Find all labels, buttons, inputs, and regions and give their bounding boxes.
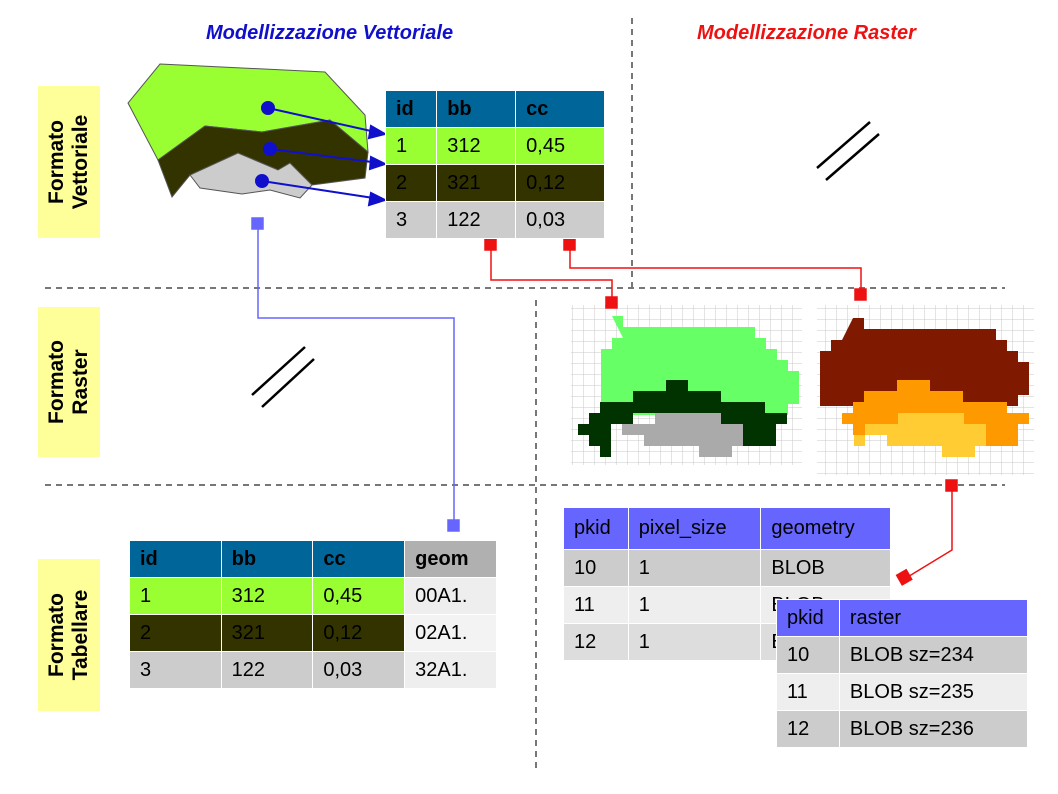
cell: 321: [436, 164, 517, 202]
cell: 1: [627, 586, 762, 624]
col-header: pixel_size: [627, 507, 762, 550]
cell: BLOB: [760, 549, 891, 587]
cell: BLOB sz=236: [838, 710, 1029, 748]
col-header: geometry: [760, 507, 891, 550]
cell: 3: [129, 651, 222, 689]
cell: 12: [776, 710, 840, 748]
cell: 11: [776, 673, 840, 711]
col-header: id: [129, 540, 222, 578]
vector-map: [127, 63, 369, 199]
cell: 321: [220, 614, 314, 652]
cell: 00A1.: [404, 577, 497, 615]
cell: 0,12: [515, 164, 605, 202]
vector-attribute-table: id bb cc 1 312 0,45 2 321 0,12 3 122 0,0…: [384, 90, 605, 239]
cell: 1: [627, 623, 762, 661]
cell: 0,03: [312, 651, 406, 689]
raster-grid-2: [817, 305, 1034, 475]
separators: [45, 18, 1005, 770]
cell: BLOB sz=234: [838, 636, 1029, 674]
table-row: 11 BLOB sz=235: [776, 673, 1029, 711]
not-applicable-icon: [251, 346, 315, 408]
raster-grid-1: [571, 305, 802, 465]
col-header: pkid: [563, 507, 629, 550]
table-row: 10 1 BLOB: [563, 549, 891, 587]
col-header: bb: [220, 540, 314, 578]
table-row: 1 312 0,45 00A1.: [129, 577, 497, 615]
col-header: bb: [436, 90, 517, 128]
cell: 1: [384, 127, 438, 165]
cell: 122: [220, 651, 314, 689]
tabular-vector-table: id bb cc geom 1 312 0,45 00A1. 2 321 0,1…: [129, 540, 497, 689]
cell: 0,12: [312, 614, 406, 652]
table-row: 3 122 0,03: [384, 201, 605, 239]
col-header: cc: [515, 90, 605, 128]
cell: 0,45: [515, 127, 605, 165]
table-row: 2 321 0,12: [384, 164, 605, 202]
cell: 1: [129, 577, 222, 615]
table-row: 1 312 0,45: [384, 127, 605, 165]
cell: 1: [627, 549, 762, 587]
cell: 02A1.: [404, 614, 497, 652]
cell: 0,03: [515, 201, 605, 239]
cell: 3: [384, 201, 438, 239]
table-row: 3 122 0,03 32A1.: [129, 651, 497, 689]
col-header: geom: [404, 540, 497, 578]
table-row: 12 BLOB sz=236: [776, 710, 1029, 748]
raster-modelling-heading: Modellizzazione Raster: [697, 22, 916, 44]
vector-modelling-heading: Modellizzazione Vettoriale: [206, 22, 454, 44]
raster-blob-table: pkid raster 10 BLOB sz=234 11 BLOB sz=23…: [776, 599, 1029, 748]
cell: 11: [563, 586, 629, 624]
not-applicable-icon: [816, 121, 880, 181]
cell: 312: [220, 577, 314, 615]
cell: 10: [776, 636, 840, 674]
col-header: id: [384, 90, 438, 128]
table-row: 2 321 0,12 02A1.: [129, 614, 497, 652]
cell: 2: [384, 164, 438, 202]
geom-connector: [251, 217, 460, 532]
cell: 0,45: [312, 577, 406, 615]
col-header: cc: [312, 540, 406, 578]
cell: 12: [563, 623, 629, 661]
raster-connectors: [484, 238, 958, 586]
table-row: 10 BLOB sz=234: [776, 636, 1029, 674]
col-header: raster: [838, 599, 1029, 637]
cell: BLOB sz=235: [838, 673, 1029, 711]
cell: 122: [436, 201, 517, 239]
vector-links: [255, 101, 388, 207]
vector-polygon-3: [189, 152, 313, 199]
cell: 32A1.: [404, 651, 497, 689]
cell: 312: [436, 127, 517, 165]
cell: 2: [129, 614, 222, 652]
cell: 10: [563, 549, 629, 587]
col-header: pkid: [776, 599, 840, 637]
